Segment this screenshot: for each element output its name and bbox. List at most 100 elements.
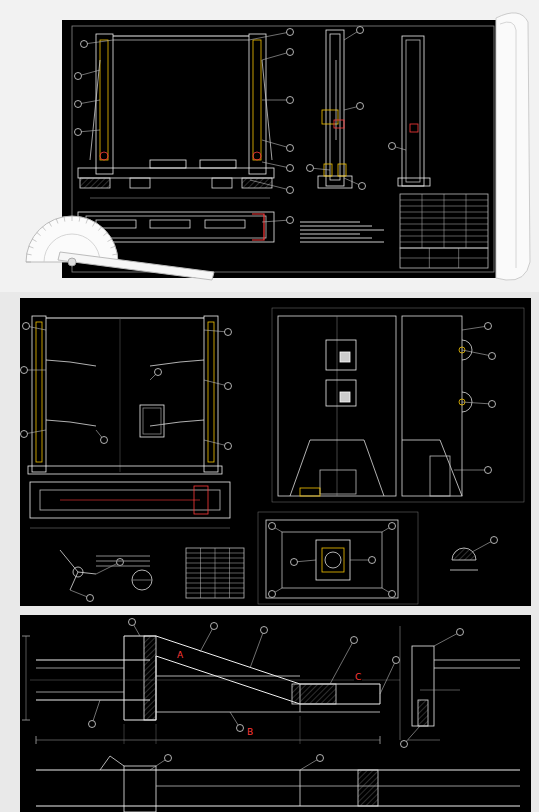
- callout-circle: [75, 73, 82, 80]
- callout-circle: [253, 152, 261, 160]
- drawing-line: [300, 770, 301, 806]
- drawing-line: [450, 570, 478, 571]
- drawing-line: [36, 700, 150, 701]
- callout-circle: [485, 323, 492, 330]
- callout-circle: [117, 559, 124, 566]
- drawing-rect: [316, 540, 350, 580]
- hatched-section: [418, 700, 428, 726]
- callout-circle: [68, 258, 76, 266]
- drawing-rect: [253, 40, 261, 160]
- drawing-line: [111, 246, 116, 248]
- hatched-section: [144, 636, 156, 720]
- drawing-rect: [72, 26, 494, 272]
- drawing-rect: [86, 216, 266, 238]
- drawing-rect: [32, 316, 46, 472]
- drawing-rect: [204, 316, 218, 472]
- callout-circle: [491, 537, 498, 544]
- drawing-line: [49, 222, 52, 226]
- drawing-path: [150, 420, 204, 426]
- section-mark: A: [176, 650, 184, 660]
- drawing-line: [79, 217, 81, 222]
- drawing-line: [300, 229, 384, 231]
- drawing-rect: [40, 490, 220, 510]
- drawing-line: [300, 241, 384, 243]
- drawing-line: [249, 32, 290, 40]
- drawing-rect: [318, 176, 352, 188]
- drawing-rect: [402, 316, 462, 496]
- drawing-line: [156, 712, 380, 713]
- background: [0, 0, 539, 292]
- drawing-line: [462, 402, 492, 404]
- drawing-line: [262, 220, 290, 222]
- drawing-line: [93, 222, 96, 226]
- callout-circle: [287, 165, 294, 172]
- drawing-line: [37, 232, 41, 235]
- drawing-line: [42, 227, 45, 231]
- drawing-line: [429, 248, 430, 268]
- drawing-line: [300, 233, 360, 235]
- section-mark: C: [354, 672, 362, 682]
- drawing-rect: [130, 178, 150, 188]
- drawing-line: [90, 198, 270, 199]
- callout-circle: [261, 627, 268, 634]
- callout-circle: [100, 152, 108, 160]
- callout-circle: [21, 431, 28, 438]
- drawing-line: [26, 262, 31, 263]
- drawing-line: [124, 724, 125, 744]
- drawing-rect: [402, 36, 424, 186]
- drawing-line: [229, 548, 230, 598]
- callout-circle: [75, 101, 82, 108]
- drawing-line: [30, 528, 230, 529]
- callout-circle: [237, 725, 244, 732]
- callout-circle: [287, 97, 294, 104]
- drawing-rect: [320, 470, 356, 494]
- drawing-line: [156, 724, 157, 744]
- callout-circle: [393, 657, 400, 664]
- drawing-rect: [200, 160, 236, 168]
- callout-circle: [351, 637, 358, 644]
- drawing-line: [262, 140, 290, 148]
- drawing-line: [250, 630, 264, 668]
- drawing-rect: [410, 124, 418, 132]
- drawing-rect: [140, 405, 164, 437]
- drawing-line: [300, 225, 372, 227]
- drawing-line: [72, 216, 73, 221]
- hatched-section: [242, 178, 272, 188]
- drawing-line: [300, 221, 360, 223]
- drawing-line: [262, 52, 290, 60]
- drawing-rect: [186, 548, 244, 598]
- drawing-line: [156, 786, 520, 787]
- drawing-rect: [194, 486, 208, 514]
- drawing-path: [290, 440, 384, 496]
- drawing-line: [86, 219, 88, 224]
- drawing-line: [30, 680, 400, 681]
- drawing-line: [27, 254, 32, 256]
- drawing-path: [60, 550, 96, 590]
- drawing-line: [300, 237, 372, 239]
- callout-circle: [87, 595, 94, 602]
- callout-circle: [287, 145, 294, 152]
- drawing-line: [420, 690, 460, 691]
- drawing-line: [215, 548, 216, 598]
- callout-circle: [75, 129, 82, 136]
- drawing-line: [29, 246, 34, 248]
- drawing-rect: [278, 316, 396, 496]
- drawing-rect: [330, 34, 340, 180]
- callout-circle: [21, 367, 28, 374]
- drawing-line: [36, 806, 520, 807]
- callout-circle: [369, 557, 376, 564]
- callout-circle: [23, 323, 30, 330]
- blueprint-sheet: [62, 20, 502, 278]
- drawing-line: [60, 500, 200, 501]
- drawing-line: [262, 100, 290, 101]
- drawing-rect: [334, 120, 344, 128]
- drawing-line: [32, 239, 36, 242]
- drawing-line: [422, 194, 423, 248]
- paper-curl: [496, 13, 530, 280]
- drawing-line: [132, 580, 152, 581]
- callout-circle: [73, 567, 83, 577]
- drawing-rect: [266, 520, 398, 598]
- drawing-rect: [78, 168, 274, 178]
